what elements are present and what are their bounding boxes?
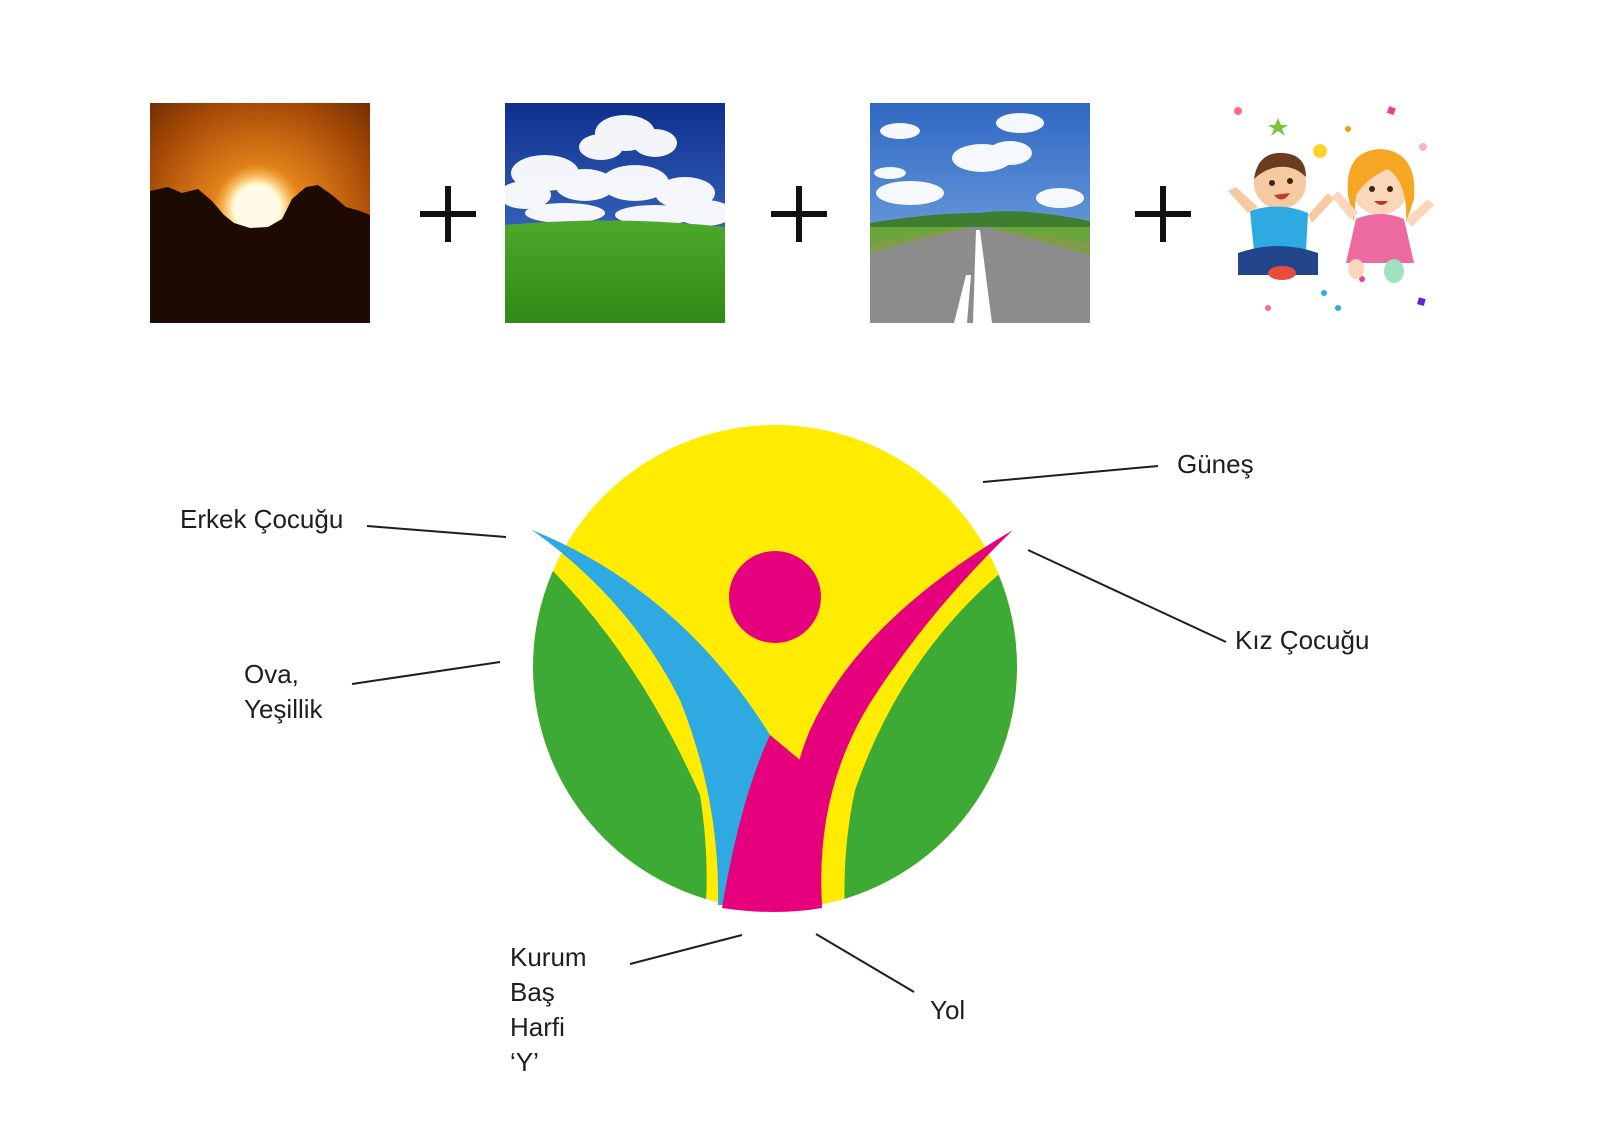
label-gunes: Güneş	[1177, 449, 1254, 479]
label-kiz-cocugu: Kız Çocuğu	[1235, 625, 1370, 655]
label-erkek-cocugu: Erkek Çocuğu	[180, 504, 344, 534]
sunset-image	[150, 103, 370, 323]
plus-sign	[771, 186, 827, 242]
meadow-image	[505, 103, 725, 323]
leader-line-yol	[815, 933, 915, 993]
label-yol: Yol	[930, 995, 966, 1025]
boy-figure-shape	[532, 530, 772, 905]
leader-line-gunes	[982, 465, 1159, 483]
label-line: Ova,	[244, 659, 299, 689]
label-line: ‘Y’	[510, 1047, 539, 1077]
leader-line-ova	[351, 661, 501, 685]
children-image	[1228, 103, 1448, 323]
leader-line-kurum	[629, 934, 743, 965]
label-line: Kurum	[510, 942, 587, 972]
road-shape	[722, 735, 822, 912]
head-shape	[729, 551, 821, 643]
leader-line-erkek	[366, 525, 507, 538]
label-line: Harfi	[510, 1012, 565, 1042]
plus-sign	[1135, 186, 1191, 242]
label-line: Baş	[510, 977, 555, 1007]
label-kurum-bas-harfi: Kurum Baş Harfi ‘Y’	[510, 940, 587, 1080]
road-image	[870, 103, 1090, 323]
label-line: Yeşillik	[244, 694, 323, 724]
plus-sign	[420, 186, 476, 242]
label-ova-yesillik: Ova, Yeşillik	[244, 657, 323, 727]
leader-line-kiz	[1027, 549, 1227, 643]
